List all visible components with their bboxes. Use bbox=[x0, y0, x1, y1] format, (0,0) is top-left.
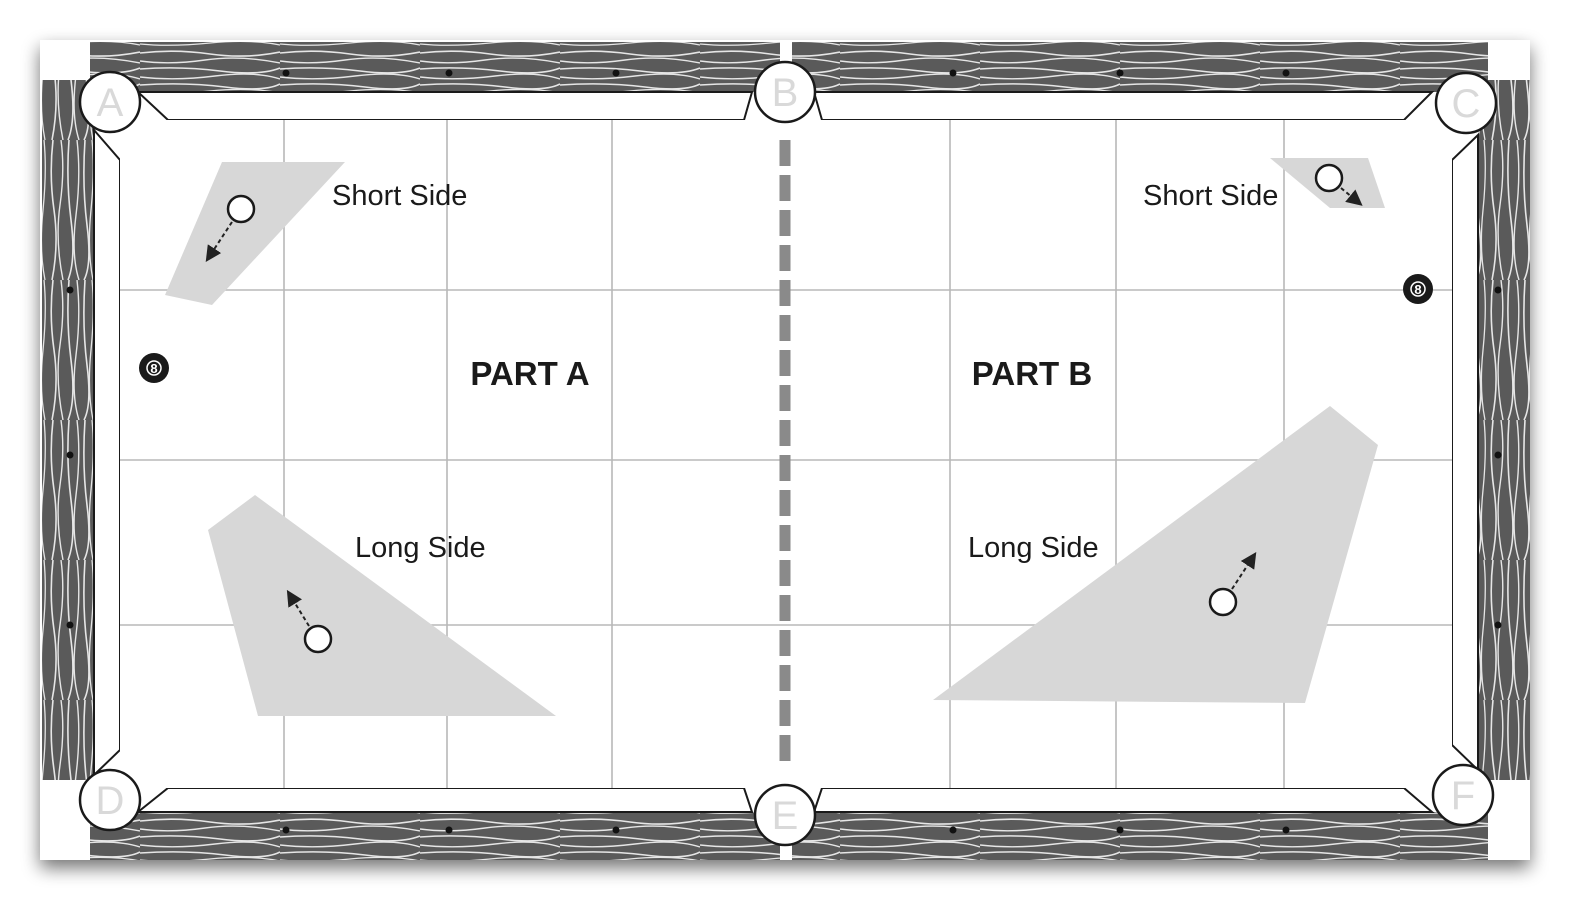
pocket-f: F bbox=[1431, 763, 1495, 827]
cue-balls bbox=[205, 163, 1363, 654]
zone-a-short-label: Short Side bbox=[332, 180, 467, 212]
pocket-c-label: C bbox=[1452, 82, 1481, 126]
part-a-label: PART A bbox=[470, 355, 589, 392]
pockets: A B C D E F bbox=[78, 60, 1498, 847]
pocket-b-label: B bbox=[772, 71, 799, 115]
cue-ball-a-short bbox=[205, 194, 256, 263]
zone-a-long-label: Long Side bbox=[355, 532, 486, 564]
rail-top-left bbox=[90, 42, 780, 92]
zone-b-short-label: Short Side bbox=[1143, 180, 1278, 212]
cue-ball-b-long bbox=[1208, 551, 1257, 617]
pocket-b: B bbox=[753, 60, 817, 124]
pocket-e: E bbox=[753, 783, 817, 847]
cushions bbox=[93, 91, 1479, 813]
object-ball-left: 8 bbox=[139, 353, 169, 383]
cue-ball-b-short bbox=[1314, 163, 1363, 206]
pocket-d: D bbox=[78, 768, 142, 832]
rail-top-right bbox=[792, 42, 1488, 92]
rail-right bbox=[1478, 80, 1530, 780]
object-ball-left-number: 8 bbox=[150, 361, 157, 376]
pocket-a: A bbox=[78, 70, 142, 134]
part-b-label: PART B bbox=[972, 355, 1092, 392]
shaded-zones bbox=[165, 158, 1385, 716]
zone-b-long bbox=[933, 406, 1378, 703]
rail-sights bbox=[66, 69, 1502, 834]
rail-left bbox=[42, 80, 94, 780]
zone-a-long bbox=[208, 495, 556, 716]
pocket-f-label: F bbox=[1451, 774, 1475, 818]
rail-bottom-right bbox=[792, 812, 1488, 860]
cue-ball-a-long bbox=[286, 589, 333, 654]
zone-a-short bbox=[165, 162, 345, 305]
pocket-a-label: A bbox=[97, 81, 124, 125]
pocket-d-label: D bbox=[96, 779, 125, 823]
rail-bottom-left bbox=[90, 812, 780, 860]
object-ball-right: 8 bbox=[1403, 274, 1433, 304]
zone-b-long-label: Long Side bbox=[968, 532, 1099, 564]
object-ball-right-number: 8 bbox=[1414, 282, 1421, 297]
pocket-c: C bbox=[1434, 71, 1498, 135]
pocket-e-label: E bbox=[772, 794, 799, 838]
